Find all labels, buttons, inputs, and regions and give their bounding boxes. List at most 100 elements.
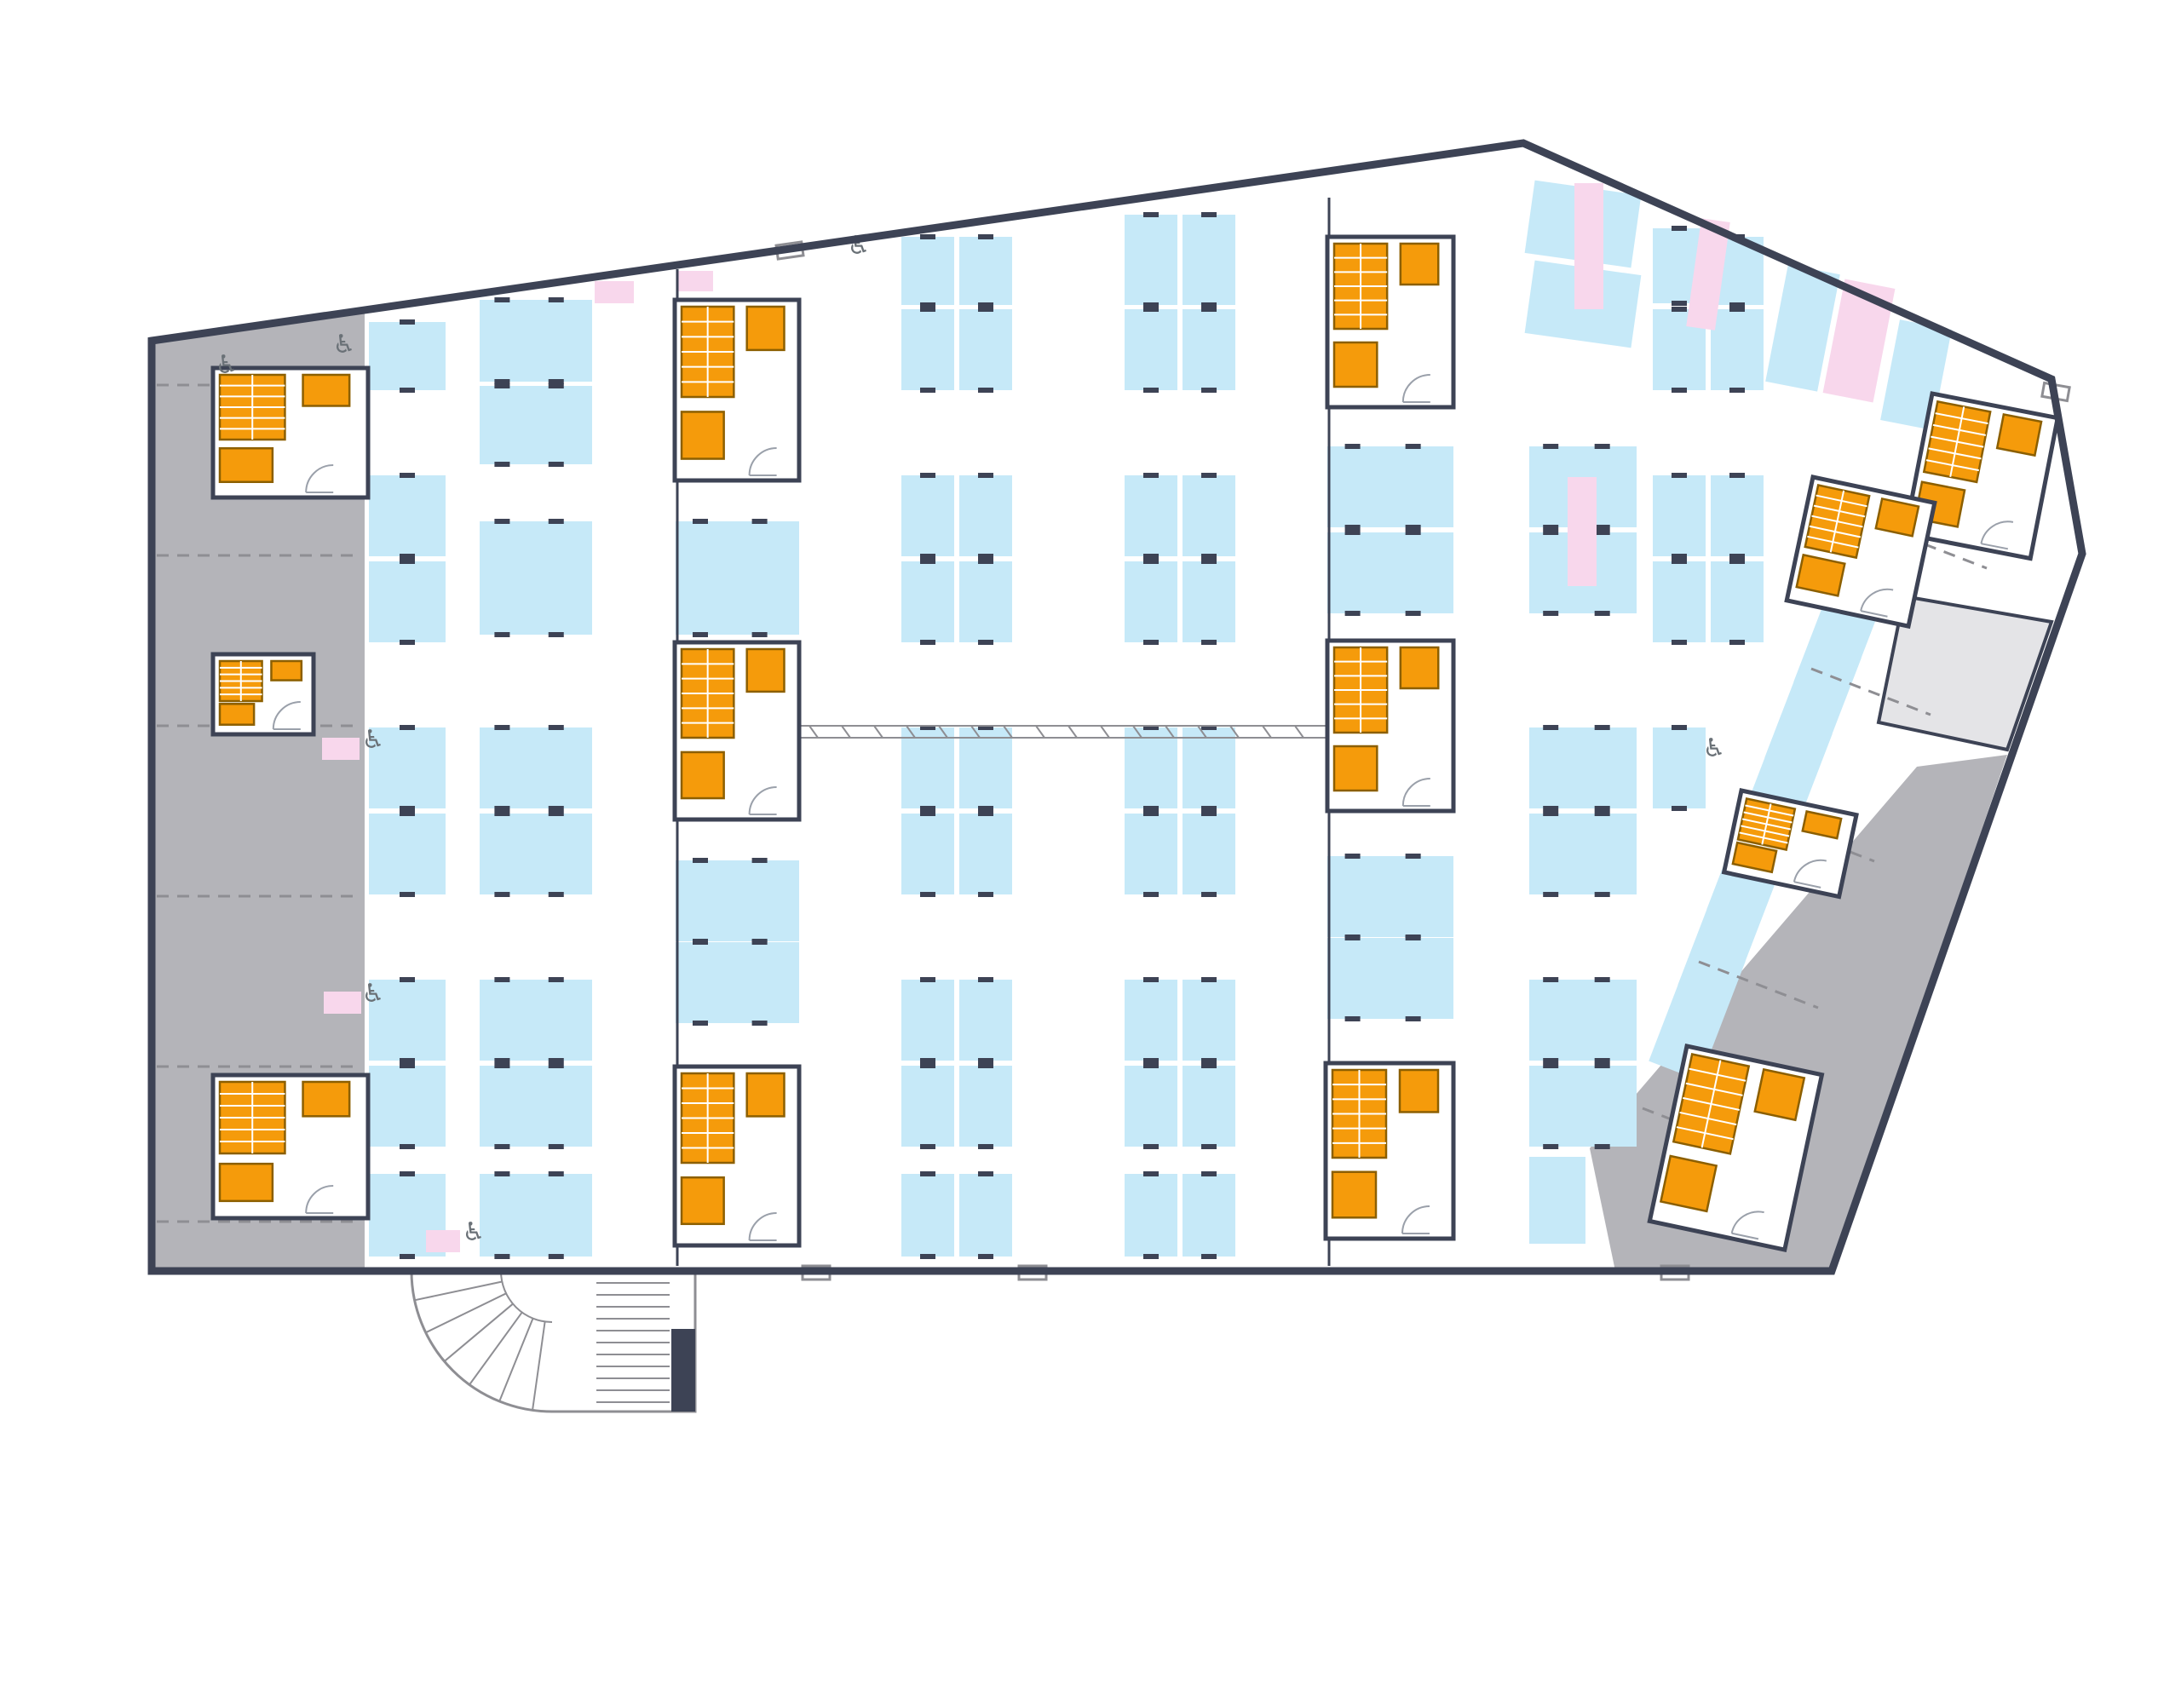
wheel-stop-tick xyxy=(548,892,564,897)
shaft-box xyxy=(1874,497,1920,538)
parking-stall xyxy=(959,309,1012,390)
accessible-stall xyxy=(1822,279,1896,403)
parking-stall xyxy=(1125,309,1177,390)
door-swing xyxy=(1730,1211,1764,1234)
parking-stall xyxy=(959,237,1012,305)
shaft-box xyxy=(745,647,786,693)
wheel-stop-tick xyxy=(1543,1063,1559,1068)
wheel-stop-tick xyxy=(548,632,564,637)
wheel-stop-tick xyxy=(494,519,510,524)
stair-core xyxy=(1902,391,2061,561)
shaft-box xyxy=(270,659,303,681)
accessible-icon: ♿ xyxy=(333,330,356,359)
wheel-stop-tick xyxy=(978,554,993,559)
corridor-hatch xyxy=(906,725,916,739)
wheel-stop-tick xyxy=(1594,525,1610,530)
wheel-stop-tick xyxy=(978,302,993,308)
drive-zone xyxy=(155,310,365,1268)
wheel-stop-tick xyxy=(978,1144,993,1149)
wheel-stop-tick xyxy=(1201,725,1217,730)
parking-stall xyxy=(480,300,592,382)
stair-core xyxy=(1721,788,1859,900)
wheel-stop-tick xyxy=(1594,725,1610,730)
parking-stall xyxy=(1125,814,1177,894)
wheel-stop-tick xyxy=(1543,811,1559,816)
wheel-stop-tick xyxy=(751,519,768,524)
wheel-stop-tick xyxy=(978,473,993,478)
parking-stall xyxy=(369,980,446,1061)
wheel-stop-tick xyxy=(1405,530,1421,535)
wheel-stop-tick xyxy=(548,1144,564,1149)
wheel-stop-tick xyxy=(920,640,935,645)
wheel-stop-tick xyxy=(1594,611,1610,616)
accessible-stall xyxy=(426,1230,460,1252)
wheel-stop-tick xyxy=(920,388,935,393)
wheel-stop-tick xyxy=(693,632,708,637)
stair-fan-tread xyxy=(469,1311,523,1386)
parking-stall xyxy=(901,1174,954,1257)
stair-fan-tread xyxy=(425,1292,507,1334)
wheel-stop-tick xyxy=(1201,473,1217,478)
stair-core xyxy=(672,297,802,483)
wheel-stop-tick xyxy=(920,554,935,559)
parking-stall xyxy=(1765,264,1840,392)
wheel-stop-tick xyxy=(1543,1058,1559,1063)
wheel-stop-tick xyxy=(400,811,415,816)
wheel-stop-tick xyxy=(1729,554,1745,559)
parking-stall xyxy=(1125,727,1177,808)
wheel-stop-tick xyxy=(920,1254,935,1259)
parking-stall xyxy=(1125,1066,1177,1147)
parking-stall xyxy=(480,521,592,635)
parking-stall xyxy=(1183,814,1235,894)
shaft-box xyxy=(1399,646,1440,690)
shaft-box xyxy=(745,1072,786,1118)
corridor-hatch xyxy=(1035,725,1045,739)
wheel-stop-tick xyxy=(400,1058,415,1063)
wheel-stop-tick xyxy=(548,462,564,467)
wheel-stop-tick xyxy=(1594,1144,1610,1149)
wheel-stop-tick xyxy=(1344,611,1361,616)
wheel-stop-tick xyxy=(1729,388,1745,393)
wheel-stop-tick xyxy=(1201,892,1217,897)
shaft-box xyxy=(302,373,351,407)
shaft-box xyxy=(1753,1067,1806,1122)
wheel-stop-tick xyxy=(548,1254,564,1259)
parking-stall xyxy=(1529,1157,1585,1244)
lane-dash xyxy=(1698,960,1819,1009)
door-swing xyxy=(272,701,301,730)
door-swing xyxy=(1793,859,1827,883)
wheel-stop-tick xyxy=(400,640,415,645)
wheel-stop-tick xyxy=(1201,640,1217,645)
wheel-stop-tick xyxy=(548,977,564,982)
corridor-hatch xyxy=(1100,725,1110,739)
stair-rail xyxy=(1949,406,1965,478)
wheel-stop-tick xyxy=(1543,892,1559,897)
shaft-box xyxy=(745,305,786,352)
door-swing xyxy=(748,1212,777,1241)
accessible-icon: ♿ xyxy=(362,979,385,1009)
parking-stall xyxy=(369,1066,446,1147)
corridor-hatch xyxy=(1003,725,1013,739)
parking-stall xyxy=(1529,980,1637,1061)
wheel-stop-tick xyxy=(1201,1254,1217,1259)
stair-fan-tread xyxy=(443,1303,514,1362)
door-swing xyxy=(305,464,334,493)
wheel-stop-tick xyxy=(751,940,768,945)
elevator-cab xyxy=(1332,745,1378,792)
wheel-stop-tick xyxy=(1344,444,1361,449)
accessible-stall xyxy=(324,992,361,1014)
wheel-stop-tick xyxy=(1594,1058,1610,1063)
door-swing xyxy=(1860,588,1894,612)
wheel-stop-tick xyxy=(1201,559,1217,564)
wheel-stop-tick xyxy=(494,1254,510,1259)
wheel-stop-tick xyxy=(1143,977,1159,982)
corridor-hatch xyxy=(1229,725,1240,739)
door-swing xyxy=(1401,1205,1430,1234)
door-swing xyxy=(1401,374,1430,403)
wheel-stop-tick xyxy=(400,554,415,559)
door-swing xyxy=(1401,778,1430,807)
stair-core xyxy=(1323,1061,1456,1241)
accessible-icon: ♿ xyxy=(216,350,239,380)
wheel-stop-tick xyxy=(978,977,993,982)
wheel-stop-tick xyxy=(1729,559,1745,564)
